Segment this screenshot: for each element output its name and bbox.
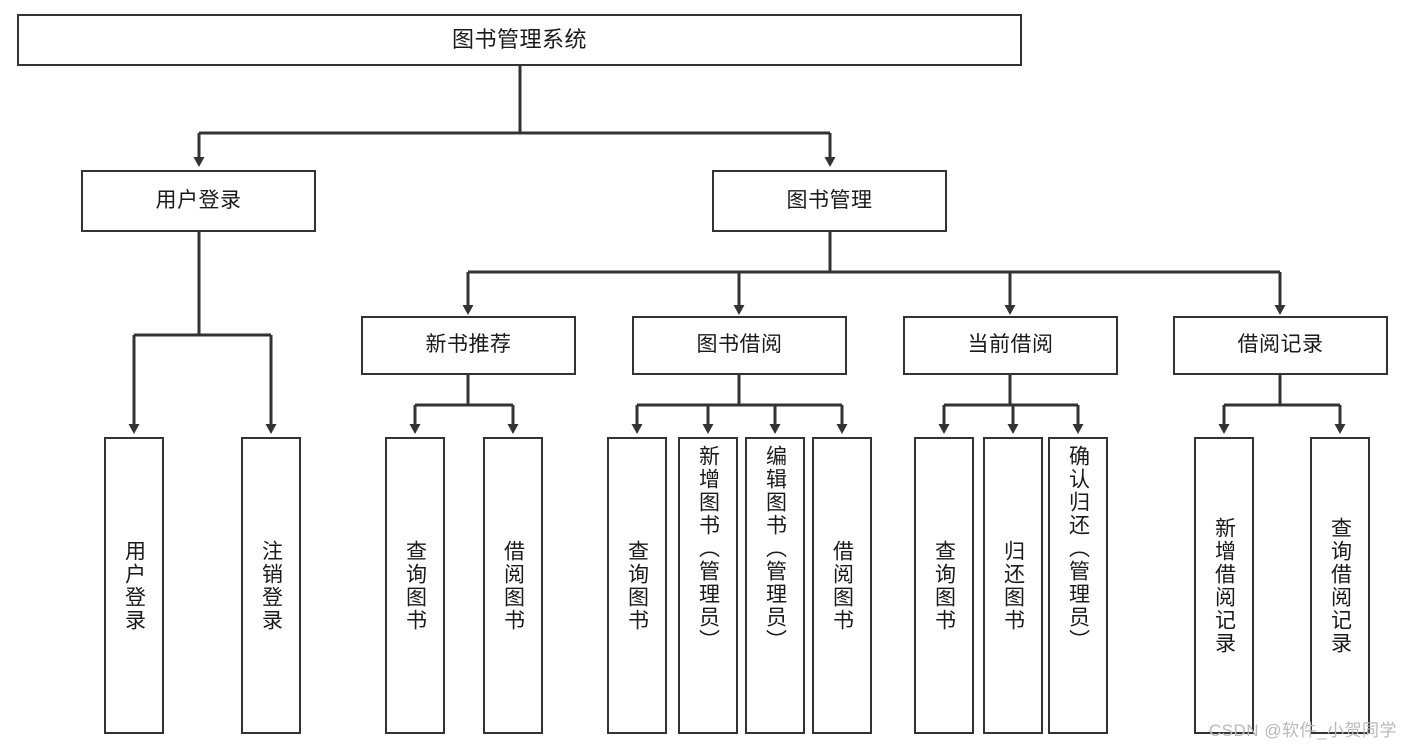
leaf-query-books-borrow[interactable]: 查询图书 bbox=[607, 437, 667, 734]
leaf-logout[interactable]: 注销登录 bbox=[241, 437, 301, 734]
node-user-login[interactable]: 用户登录 bbox=[81, 170, 316, 232]
node-book-management[interactable]: 图书管理 bbox=[712, 170, 947, 232]
node-label: 注销登录 bbox=[259, 539, 283, 632]
node-label: 当前借阅 bbox=[967, 333, 1054, 357]
node-label: 新增图书（管理员） bbox=[696, 445, 720, 652]
node-root-book-management-system[interactable]: 图书管理系统 bbox=[17, 14, 1022, 66]
leaf-query-borrow-record[interactable]: 查询借阅记录 bbox=[1310, 437, 1370, 734]
node-label: 用户登录 bbox=[122, 539, 146, 632]
node-label: 图书管理系统 bbox=[451, 27, 587, 53]
node-label: 查询图书 bbox=[932, 539, 956, 632]
leaf-edit-book-admin[interactable]: 编辑图书（管理员） bbox=[745, 437, 805, 734]
leaf-borrow-books-new-recommend[interactable]: 借阅图书 bbox=[483, 437, 543, 734]
node-label: 新增借阅记录 bbox=[1212, 516, 1236, 655]
node-borrowing-record[interactable]: 借阅记录 bbox=[1173, 316, 1388, 375]
node-current-borrowing[interactable]: 当前借阅 bbox=[903, 316, 1118, 375]
node-label: 新书推荐 bbox=[425, 333, 512, 357]
node-label: 用户登录 bbox=[155, 188, 242, 212]
watermark: CSDN @软件_小贺同学 bbox=[1208, 721, 1397, 740]
node-label: 借阅记录 bbox=[1237, 333, 1324, 357]
node-label: 确认归还（管理员） bbox=[1066, 445, 1090, 652]
leaf-borrow-books[interactable]: 借阅图书 bbox=[812, 437, 872, 734]
leaf-query-books-new-recommend[interactable]: 查询图书 bbox=[385, 437, 445, 734]
node-new-book-recommendation[interactable]: 新书推荐 bbox=[361, 316, 576, 375]
leaf-add-borrow-record[interactable]: 新增借阅记录 bbox=[1194, 437, 1254, 734]
leaf-return-books[interactable]: 归还图书 bbox=[983, 437, 1043, 734]
node-label: 查询借阅记录 bbox=[1328, 516, 1352, 655]
node-label: 借阅图书 bbox=[501, 539, 525, 632]
leaf-query-books-current[interactable]: 查询图书 bbox=[914, 437, 974, 734]
node-label: 归还图书 bbox=[1001, 539, 1025, 632]
node-label: 查询图书 bbox=[403, 539, 427, 632]
node-label: 图书借阅 bbox=[696, 333, 783, 357]
node-label: 图书管理 bbox=[786, 188, 873, 212]
node-book-borrowing[interactable]: 图书借阅 bbox=[632, 316, 847, 375]
node-label: 查询图书 bbox=[625, 539, 649, 632]
leaf-user-login[interactable]: 用户登录 bbox=[104, 437, 164, 734]
node-label: 借阅图书 bbox=[830, 539, 854, 632]
leaf-add-book-admin[interactable]: 新增图书（管理员） bbox=[678, 437, 738, 734]
node-label: 编辑图书（管理员） bbox=[763, 445, 787, 652]
leaf-confirm-return-admin[interactable]: 确认归还（管理员） bbox=[1048, 437, 1108, 734]
